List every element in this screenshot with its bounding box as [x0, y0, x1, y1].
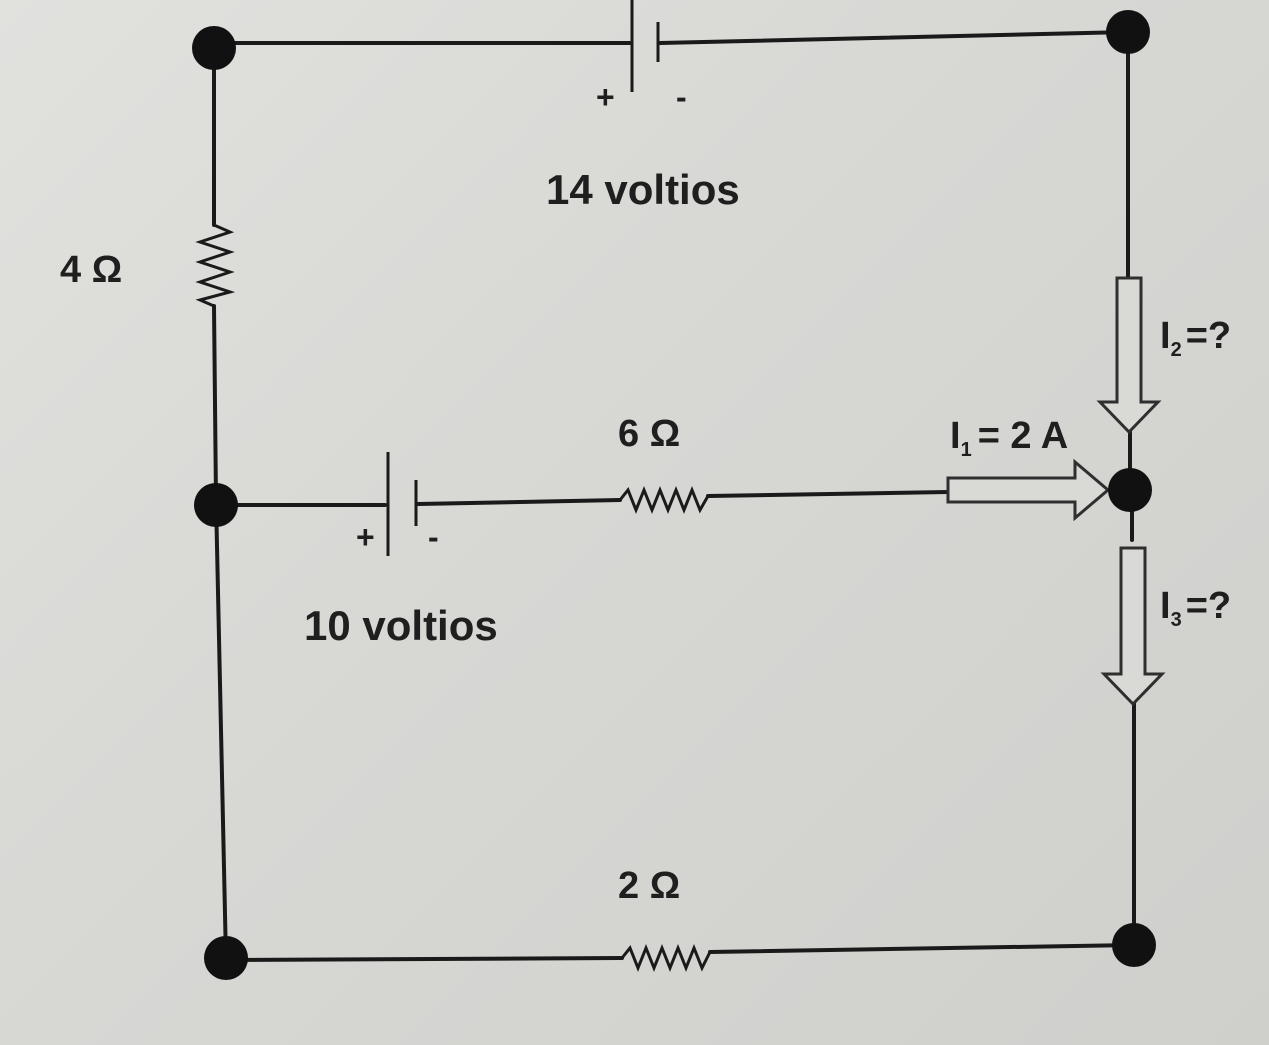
current-i1-subscript: 1 — [961, 439, 972, 461]
battery-mid-minus: - — [428, 519, 439, 555]
resistor-6-symbol — [618, 485, 710, 515]
battery-top-minus: - — [676, 79, 687, 115]
battery-mid-plus: + — [356, 519, 375, 555]
resistor-4-symbol — [195, 223, 236, 308]
node-bottom-left — [204, 936, 248, 980]
wire-left-bottom — [214, 498, 228, 962]
current-i3-value: =? — [1186, 585, 1231, 627]
node-mid-right — [1108, 468, 1152, 512]
current-arrow-i1 — [946, 458, 1111, 522]
node-mid-left — [194, 483, 238, 527]
current-i3-subscript: 3 — [1171, 609, 1182, 631]
current-i2-value: =? — [1186, 315, 1231, 357]
node-bottom-right — [1112, 923, 1156, 967]
wire-left-mid — [212, 304, 218, 502]
wire-mid-center — [416, 498, 622, 506]
wire-top-right — [658, 30, 1130, 45]
wire-mid-right — [706, 490, 950, 498]
current-arrow-i3 — [1100, 546, 1166, 707]
resistor-middle-label: 6 Ω — [618, 413, 680, 455]
resistor-bottom-label: 2 Ω — [618, 865, 680, 907]
current-i1-letter: I — [950, 415, 961, 457]
resistor-left-label: 4 Ω — [60, 249, 122, 291]
current-i2-letter: I — [1160, 315, 1171, 357]
current-i3-letter: I — [1160, 585, 1171, 627]
current-i2-label: I2=? — [1160, 315, 1231, 361]
node-top-right — [1106, 10, 1150, 54]
resistor-2-symbol — [620, 943, 712, 973]
battery-top-plus: + — [596, 79, 615, 115]
current-i1-label: I1 = 2 A — [950, 415, 1068, 461]
current-arrow-i2 — [1096, 276, 1162, 435]
current-i1-value: = 2 A — [978, 415, 1068, 457]
wire-bottom-left — [224, 956, 624, 962]
node-top-left — [192, 26, 236, 70]
current-i2-subscript: 2 — [1171, 339, 1182, 361]
wire-bottom-right — [708, 943, 1136, 954]
battery-mid-voltage-label: 10 voltios — [304, 602, 498, 649]
battery-top-voltage-label: 14 voltios — [546, 166, 740, 213]
current-i3-label: I3=? — [1160, 585, 1231, 631]
